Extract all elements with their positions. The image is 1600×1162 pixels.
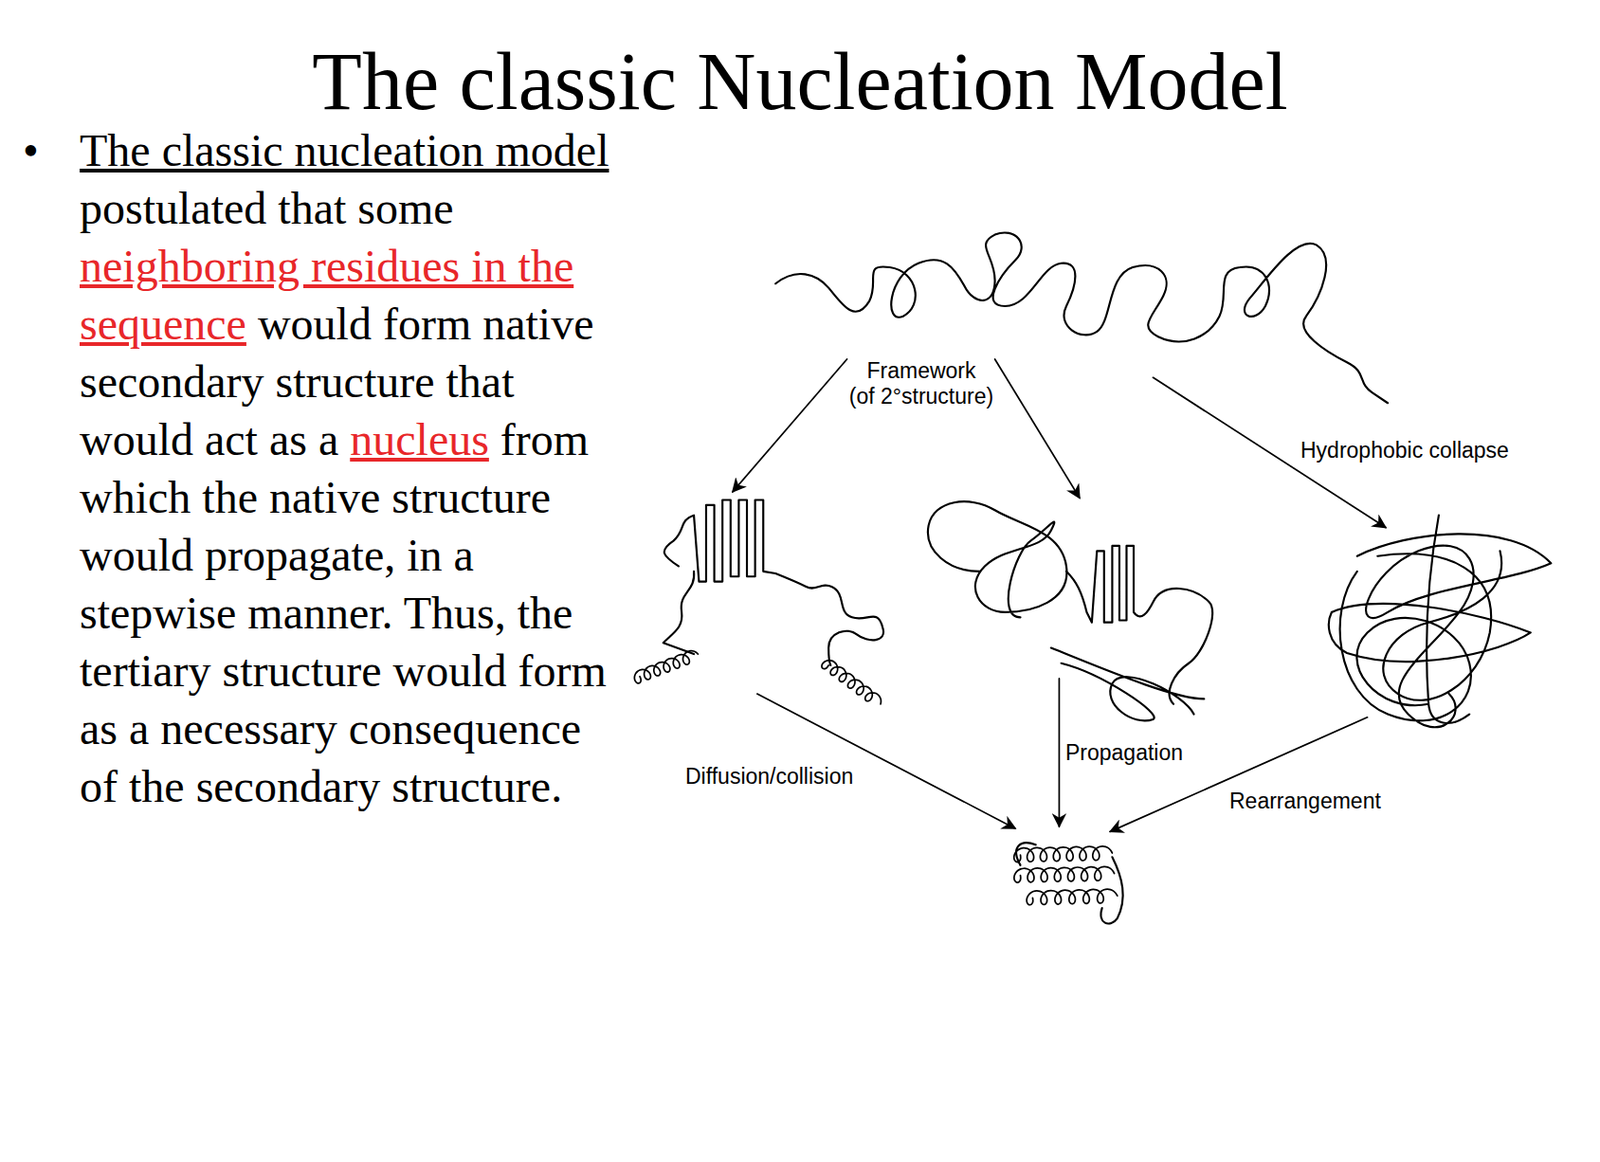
arrow [732,359,848,492]
pathway-label: Diffusion/collision [685,763,854,790]
pathway-label: Rearrangement [1229,788,1382,815]
hairpin-strands [664,499,884,665]
pathway-label: Propagation [1065,740,1183,766]
arrow [757,693,1016,829]
body-text: from which the native structure would pr… [79,414,607,812]
helix-coil [1026,889,1118,906]
arrow [1058,678,1061,827]
chain-loops [1051,648,1204,722]
spacer [836,358,855,384]
body-text: The classic nucleation model [79,125,609,176]
pathway-label: Framework (of 2°structure) [849,358,994,409]
spacer [987,358,1007,384]
body-text: nucleus [349,414,490,465]
helix-coil [1014,866,1115,883]
body-text: postulated that some [79,182,455,234]
arrow [1109,717,1367,833]
bullet-paragraph: The classic nucleation model postulated … [79,121,630,816]
native-fold [1016,842,1123,924]
chain-blob [927,501,1067,618]
bullet: • [22,121,39,180]
hairpin-strands [1066,545,1213,705]
slide-title: The classic Nucleation Model [0,34,1600,129]
chain-segment [663,571,694,655]
helix-coil [1014,846,1113,863]
collapsed-tangle [1328,515,1551,728]
helix-coil [821,660,881,705]
arrow [995,359,1080,498]
pathway-label: Hydrophobic collapse [1300,437,1510,464]
helix-coil [634,651,698,684]
label-holder: Framework (of 2°structure) [836,358,1007,410]
